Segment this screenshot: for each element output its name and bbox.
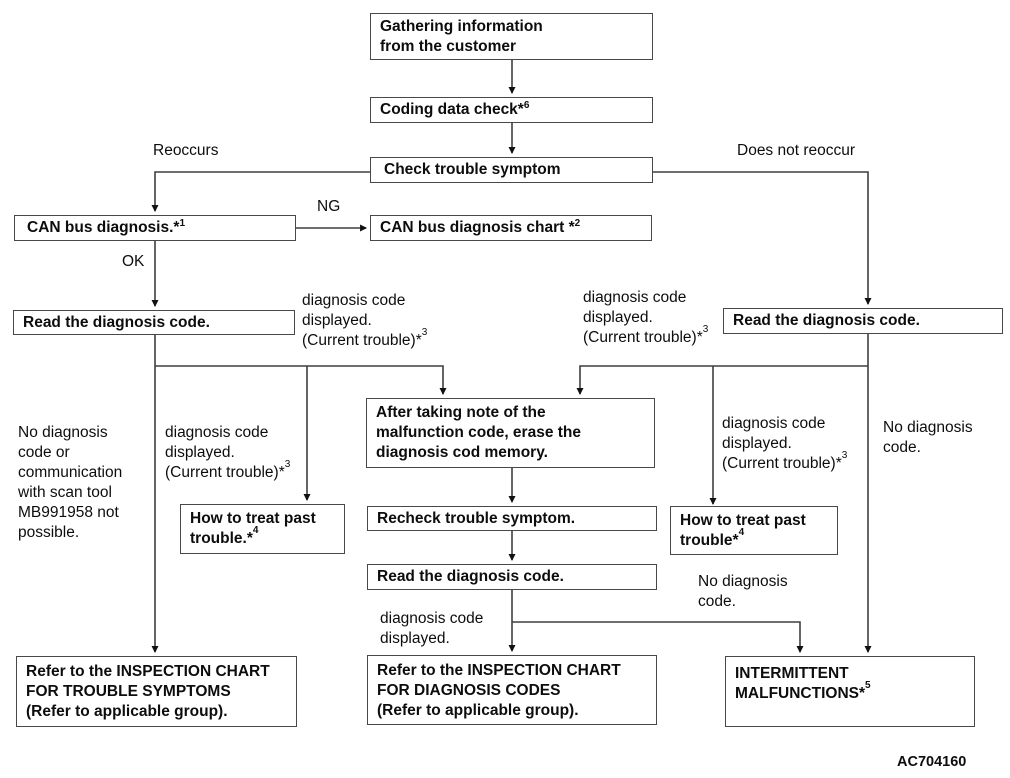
edge-label-current-trouble-mid-right: diagnosis code displayed. (Current troub… <box>722 415 848 472</box>
node-text-line: (Refer to applicable group). <box>26 703 228 720</box>
node-text-line: trouble.*4 <box>190 524 259 547</box>
edge-label-no-diagnosis-code-right: No diagnosis code. <box>883 419 973 456</box>
footnote-marker: 5 <box>865 679 871 691</box>
footnote-marker: 3 <box>421 326 428 338</box>
node-text: CAN bus diagnosis.* <box>27 219 180 236</box>
node-text-line: trouble*4 <box>680 526 745 549</box>
node-text: Read the diagnosis code. <box>377 568 564 585</box>
edge-label-does-not-reoccur: Does not reoccur <box>737 142 856 159</box>
node-text-line: How to treat past <box>680 512 806 529</box>
footnote-marker: 4 <box>252 524 259 536</box>
edge-label-no-diagnosis-code-center: No diagnosis code. <box>698 573 788 610</box>
node-refer-inspection-chart-trouble-symptoms: Refer to the INSPECTION CHART FOR TROUBL… <box>16 656 297 727</box>
node-read-diagnosis-code-center: Read the diagnosis code. <box>367 564 657 590</box>
node-text-line: diagnosis cod memory. <box>376 444 548 461</box>
node-text-line: malfunction code, erase the <box>376 424 581 441</box>
node-text: Coding data check* <box>380 101 524 118</box>
node-treat-past-trouble-right: How to treat past trouble*4 <box>670 506 838 555</box>
connector-readcenter-branch-to-intermittent <box>512 621 804 654</box>
footnote-marker: 3 <box>841 449 848 461</box>
node-text-line: from the customer <box>380 38 517 55</box>
connector-readleft-branch-to-erase <box>155 365 447 396</box>
node-check-trouble-symptom: Check trouble symptom <box>370 157 653 183</box>
edge-label-reoccurs: Reoccurs <box>153 142 219 159</box>
node-refer-inspection-chart-diagnosis-codes: Refer to the INSPECTION CHART FOR DIAGNO… <box>367 655 657 725</box>
node-read-diagnosis-code-right: Read the diagnosis code. <box>723 308 1003 334</box>
node-erase-diagnosis-memory: After taking note of the malfunction cod… <box>366 398 655 468</box>
footnote-marker: 4 <box>738 526 745 538</box>
connector-check-to-readright <box>653 171 872 306</box>
node-can-bus-diagnosis: CAN bus diagnosis.*1 <box>14 215 296 241</box>
edge-label-diagnosis-code-displayed: diagnosis code displayed. <box>380 610 484 647</box>
footnote-marker: 3 <box>284 458 291 470</box>
node-intermittent-malfunctions: INTERMITTENT MALFUNCTIONS*5 <box>725 656 975 727</box>
connector-readright-branch-to-erase <box>576 365 868 396</box>
node-text-line: After taking note of the <box>376 404 546 421</box>
node-text: CAN bus diagnosis chart * <box>380 219 575 236</box>
edge-label-current-trouble-mid-left: diagnosis code displayed. (Current troub… <box>165 424 291 481</box>
node-text-line: Refer to the INSPECTION CHART <box>26 663 270 680</box>
connector-check-to-canbus <box>151 171 371 213</box>
node-text-line: (Refer to applicable group). <box>377 702 579 719</box>
edge-label-current-trouble-center-right: diagnosis code displayed. (Current troub… <box>583 289 709 346</box>
edge-label-ok: OK <box>122 253 145 270</box>
node-text: INTERMITTENT MALFUNCTIONS* <box>735 665 866 702</box>
edge-label-ng: NG <box>317 198 341 215</box>
edge-label-current-trouble-center-left: diagnosis code displayed. (Current troub… <box>302 292 428 349</box>
node-gathering-information: Gathering information from the customer <box>370 13 653 60</box>
node-recheck-trouble-symptom: Recheck trouble symptom. <box>367 506 657 531</box>
node-text: Check trouble symptom <box>384 161 561 178</box>
edge-label-no-diagnosis-code-left: No diagnosis code or communication with … <box>18 424 123 541</box>
node-text-line: How to treat past <box>190 510 316 527</box>
node-treat-past-trouble-left: How to treat past trouble.*4 <box>180 504 345 554</box>
node-can-bus-diagnosis-chart: CAN bus diagnosis chart *2 <box>370 215 652 241</box>
node-text: Read the diagnosis code. <box>733 312 920 329</box>
node-text-line: FOR TROUBLE SYMPTOMS <box>26 683 231 700</box>
node-text-line: Refer to the INSPECTION CHART <box>377 662 621 679</box>
node-text: Read the diagnosis code. <box>23 313 210 331</box>
node-coding-data-check: Coding data check*6 <box>370 97 653 123</box>
node-text: Recheck trouble symptom. <box>377 509 576 527</box>
node-text-line: Gathering information <box>380 18 543 35</box>
footnote-marker: 3 <box>702 323 709 335</box>
figure-code: AC704160 <box>897 754 967 770</box>
node-text-line: FOR DIAGNOSIS CODES <box>377 682 561 699</box>
node-read-diagnosis-code-left: Read the diagnosis code. <box>13 310 295 335</box>
